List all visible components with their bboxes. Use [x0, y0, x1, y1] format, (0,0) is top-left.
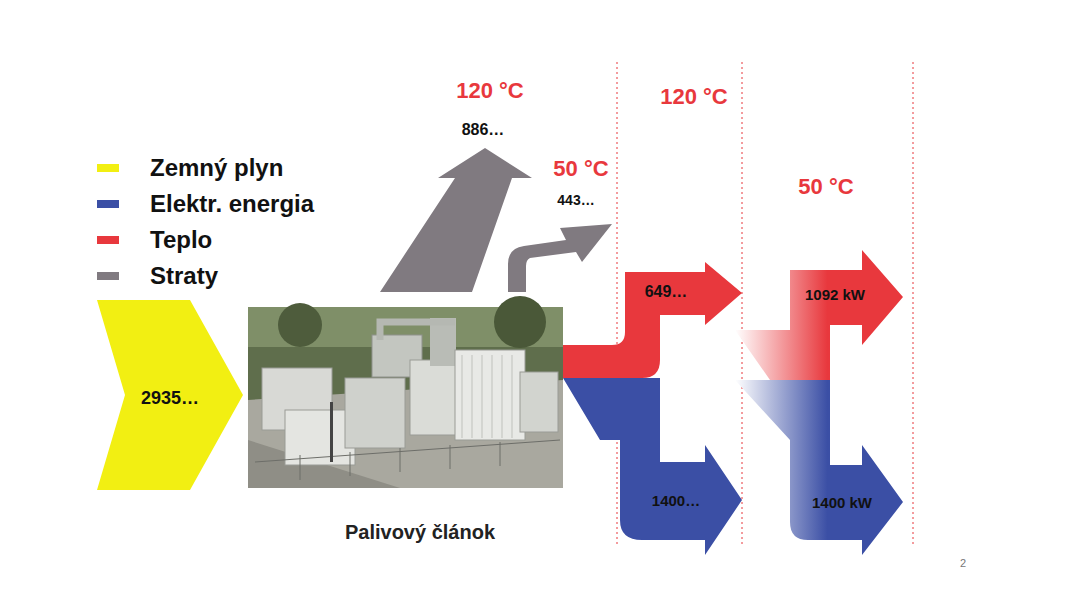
legend-entry: Elektr. energia: [97, 189, 397, 219]
legend-text: Elektr. energia: [150, 189, 314, 219]
flow-value: 649…: [645, 283, 688, 301]
page-number: 2: [960, 557, 966, 570]
temperature-label: 120 °C: [456, 78, 524, 103]
arrow-shape: [563, 378, 743, 555]
temperature-label: 50 °C: [553, 156, 608, 181]
loss-arrow-small: 443…: [504, 186, 616, 294]
arrow-body: [563, 262, 742, 378]
legend-text: Zemný plyn: [150, 153, 283, 183]
heat-flow-arrow: 649…: [563, 262, 743, 378]
fuel-cell-unit: Palivový článok: [248, 307, 563, 547]
fuel-cell-photo: [248, 296, 563, 488]
flow-value: 886…: [462, 121, 505, 139]
arrow-body: [735, 250, 903, 380]
legend-swatch: [97, 164, 119, 172]
arrow-body: [508, 224, 612, 292]
temperature-label: 120 °C: [660, 84, 728, 109]
flow-value: 1092 kW: [805, 286, 865, 303]
arrow-shape: [735, 250, 904, 380]
temperature-label: 50 °C: [798, 174, 853, 199]
flow-value: 443…: [557, 192, 594, 208]
arrow-body: [97, 300, 243, 490]
flow-value: 1400 kW: [812, 494, 872, 511]
flow-value: 1400…: [652, 492, 700, 509]
electricity-output-arrow: 1400 kW: [735, 380, 904, 555]
legend-text: Straty: [150, 261, 218, 291]
arrow-shape: [735, 380, 904, 555]
legend-entry: Straty: [97, 261, 397, 291]
electricity-flow-arrow: 1400…: [563, 378, 743, 555]
legend-swatch: [97, 272, 119, 280]
flow-value: Palivový článok: [345, 521, 495, 544]
arrow-shape: [563, 262, 743, 378]
legend-entry: Zemný plyn: [97, 153, 397, 183]
heat-output-arrow: 1092 kW: [735, 250, 904, 380]
arrow-body: [563, 378, 742, 555]
legend-swatch: [97, 236, 119, 244]
legend-text: Teplo: [150, 225, 212, 255]
legend-entry: Teplo: [97, 225, 397, 255]
arrow-body: [735, 380, 903, 555]
flow-value: 2935…: [141, 388, 199, 409]
gas-input-arrow: 2935…: [95, 298, 247, 492]
legend-swatch: [97, 200, 119, 208]
